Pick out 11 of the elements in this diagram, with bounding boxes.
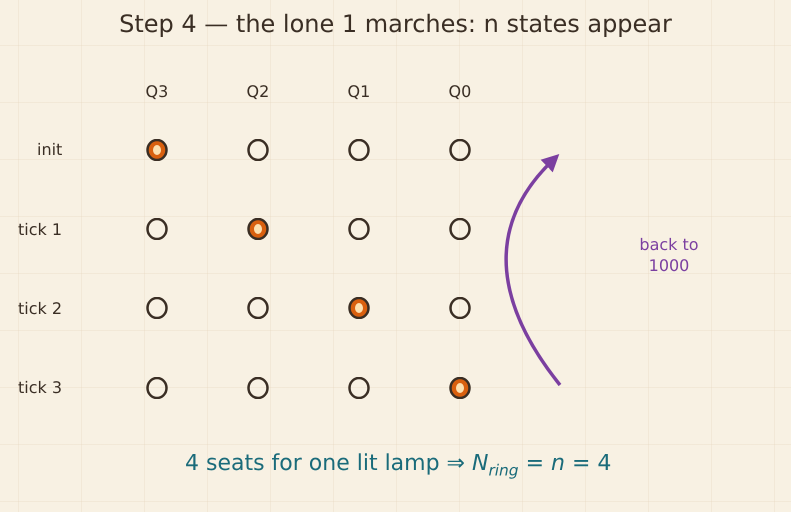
row-label: tick 1 bbox=[18, 220, 62, 240]
column-header: Q1 bbox=[348, 82, 370, 102]
title: Step 4 — the lone 1 marches: n states appear bbox=[118, 10, 673, 38]
column-header: Q0 bbox=[448, 82, 472, 102]
column-header: Q2 bbox=[246, 82, 270, 102]
row-label: init bbox=[37, 140, 62, 160]
arrow-label: back to 1000 bbox=[638, 235, 700, 277]
formula-caption: 4 seats for one lit lamp ⇒ N$_{ring}$ = n = 4 bbox=[185, 450, 612, 480]
row-label: tick 2 bbox=[18, 298, 62, 320]
column-header: Q3 bbox=[146, 82, 168, 102]
row-label: tick 3 bbox=[18, 378, 62, 398]
